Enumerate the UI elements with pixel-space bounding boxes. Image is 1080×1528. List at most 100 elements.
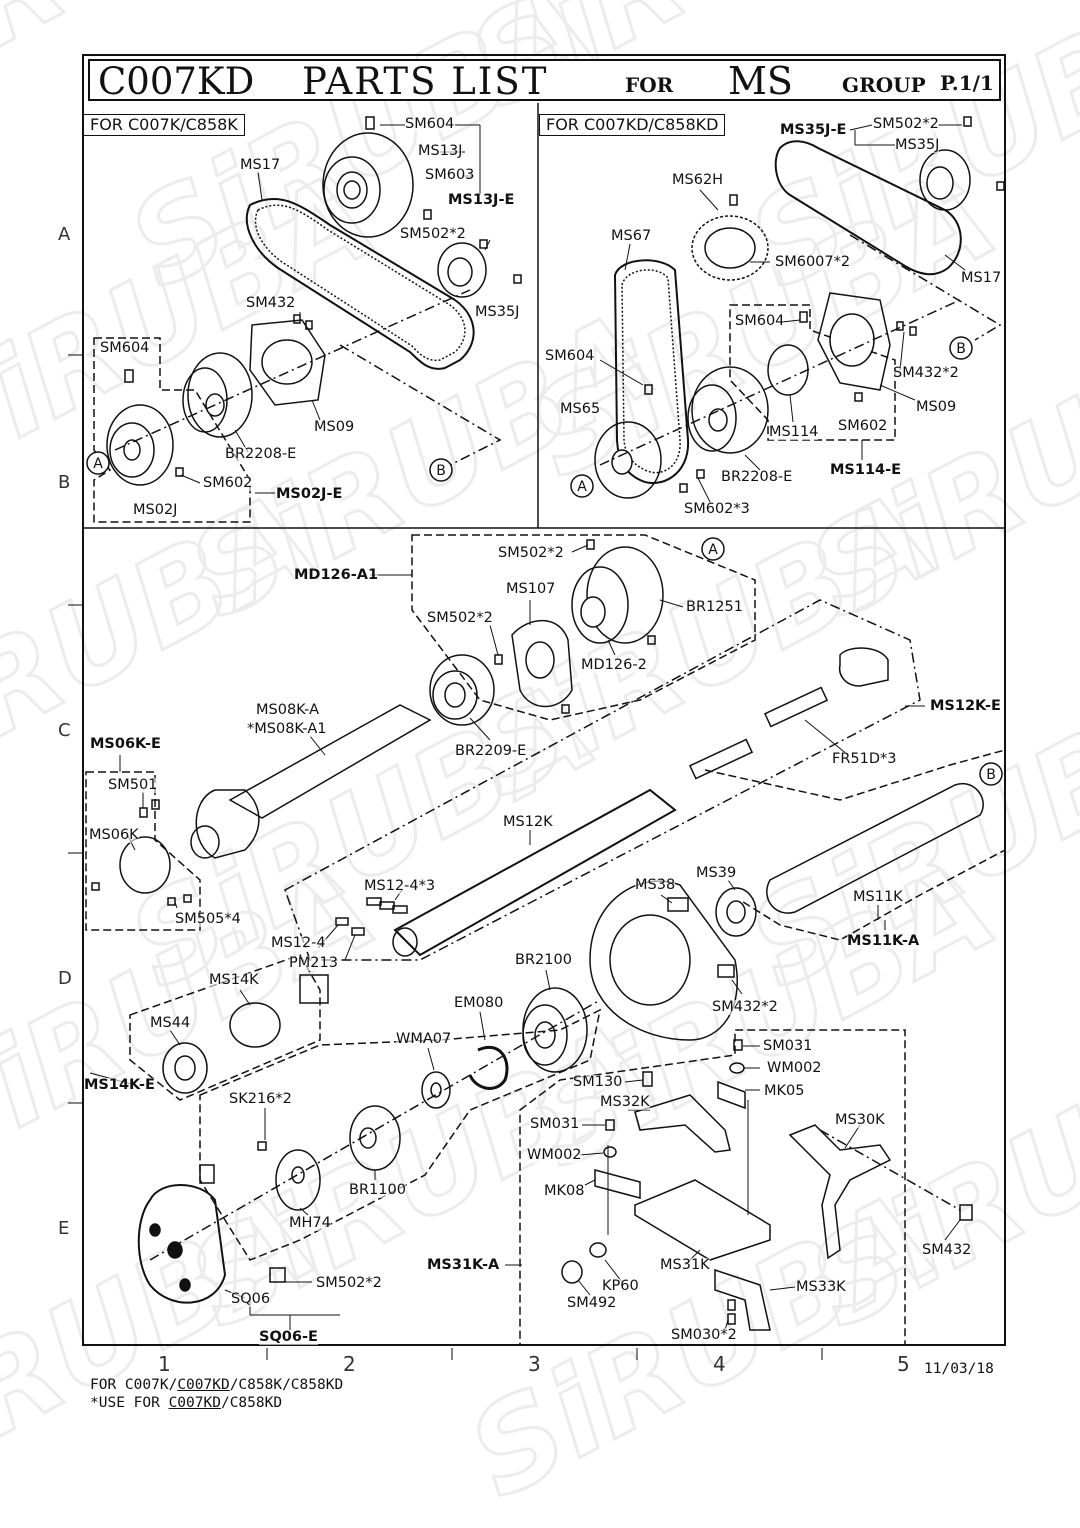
- part-label: BR2208-E: [225, 446, 297, 462]
- part-label: MS17: [240, 157, 281, 173]
- footer-line2-suffix: /C858KD: [220, 1395, 283, 1411]
- part-label: SM031: [530, 1116, 580, 1132]
- footer-use-line: *USE FOR C007KD/C858KD: [90, 1396, 282, 1411]
- part-label: WM002: [767, 1060, 822, 1076]
- part-label: SM501: [108, 777, 158, 793]
- section-label-top-right: FOR C007KD/C858KD: [539, 114, 726, 136]
- part-label: SM432*2: [893, 365, 959, 381]
- callout-a-top-right: A: [577, 479, 587, 495]
- part-label: WMA07: [396, 1031, 452, 1047]
- part-label: SM030*2: [671, 1327, 737, 1343]
- callout-b-top-left: B: [436, 463, 446, 479]
- part-label: MS32K: [600, 1094, 650, 1110]
- part-label: MS35J: [895, 137, 940, 153]
- part-label: MS31K-A: [427, 1257, 500, 1273]
- part-label: *MS08K-A1: [247, 721, 327, 737]
- page-number: P.1/1: [940, 71, 994, 95]
- part-label: PM213: [289, 955, 338, 971]
- part-label: SM492: [567, 1295, 617, 1311]
- part-label: MS02J-E: [276, 486, 343, 502]
- footer-line2-prefix: *USE FOR: [90, 1395, 169, 1411]
- column-number-3: 3: [528, 1352, 541, 1376]
- part-label: SM502*2: [873, 116, 939, 132]
- column-number-2: 2: [343, 1352, 356, 1376]
- part-label: MS09: [314, 419, 355, 435]
- row-letter-a: A: [58, 224, 71, 245]
- part-label: SM604: [405, 116, 455, 132]
- part-label: SQ06: [231, 1291, 271, 1307]
- part-label: SM502*2: [400, 226, 466, 242]
- part-label: MS14K: [209, 972, 259, 988]
- part-label: MS11K: [853, 889, 903, 905]
- group-label: GROUP: [842, 73, 926, 97]
- part-label: MH74: [289, 1215, 331, 1231]
- part-label: MS02J: [133, 502, 178, 518]
- part-label: MS08K-A: [256, 702, 319, 718]
- footer-line1-prefix: FOR C007K/: [90, 1377, 178, 1393]
- part-label: SM603: [425, 167, 475, 183]
- part-label: MS06K-E: [90, 736, 161, 752]
- part-label: MS107: [506, 581, 556, 597]
- part-label: SM604: [735, 313, 785, 329]
- row-letter-d: D: [58, 968, 72, 989]
- part-label: MS30K: [835, 1112, 885, 1128]
- part-label: MS33K: [796, 1279, 846, 1295]
- part-label: BR2100: [515, 952, 572, 968]
- part-label: SM432: [246, 295, 296, 311]
- part-label: MS44: [150, 1015, 191, 1031]
- part-label: MS06K: [89, 827, 139, 843]
- part-label: MS114: [769, 424, 819, 440]
- part-label: MK08: [544, 1183, 585, 1199]
- part-label: MS35J: [475, 304, 520, 320]
- row-letter-b: B: [58, 472, 71, 493]
- part-label: MS114-E: [830, 462, 902, 478]
- part-label: SM130: [573, 1074, 623, 1090]
- part-label: BR2208-E: [721, 469, 793, 485]
- part-label: MS17: [961, 270, 1002, 286]
- part-label: SQ06-E: [259, 1329, 318, 1345]
- part-label: KP60: [602, 1278, 639, 1294]
- part-label: SM432: [922, 1242, 972, 1258]
- part-label: MS12K: [503, 814, 553, 830]
- part-label: MS09: [916, 399, 957, 415]
- part-label: SM602: [203, 475, 253, 491]
- part-label: MK05: [764, 1083, 805, 1099]
- part-label: SM031: [763, 1038, 813, 1054]
- title-bar: C007KD PARTS LIST FOR MS GROUP P.1/1: [88, 59, 1001, 101]
- footer-line1-suffix: /C858K/C858KD: [229, 1377, 344, 1393]
- callout-a-top-left: A: [93, 456, 103, 472]
- part-label: MD126-2: [581, 657, 647, 673]
- footer-line1-model: C007KD: [177, 1377, 230, 1393]
- part-label: MS13J-E: [448, 192, 515, 208]
- footer-line2-model: C007KD: [168, 1395, 221, 1411]
- footer-model-line: FOR C007K/C007KD/C858K/C858KD: [90, 1378, 343, 1393]
- group-code: MS: [728, 59, 793, 103]
- part-label: MS35J-E: [780, 122, 847, 138]
- part-label: SM502*2: [316, 1275, 382, 1291]
- part-label: EM080: [454, 995, 504, 1011]
- part-label: WM002: [527, 1147, 582, 1163]
- part-label: BR1251: [686, 599, 743, 615]
- parts-list-title: PARTS LIST: [302, 60, 549, 103]
- part-label: BR2209-E: [455, 743, 527, 759]
- part-label: MS12K-E: [930, 698, 1001, 714]
- part-label: MS39: [696, 865, 737, 881]
- part-label: SM602*3: [684, 501, 750, 517]
- model-title: C007KD: [98, 60, 255, 103]
- part-label: FR51D*3: [832, 751, 897, 767]
- callout-b-top-right: B: [956, 341, 966, 357]
- part-label: SM6007*2: [775, 254, 851, 270]
- callout-b-bottom: B: [986, 767, 996, 783]
- part-label: SM604: [100, 340, 150, 356]
- part-label: SK216*2: [229, 1091, 292, 1107]
- part-label: MS62H: [672, 172, 724, 188]
- part-label: MD126-A1: [294, 567, 379, 583]
- part-label: SM502*2: [498, 545, 564, 561]
- part-label: SM432*2: [712, 999, 778, 1015]
- callout-a-bottom: A: [708, 542, 718, 558]
- row-letter-e: E: [58, 1218, 70, 1239]
- part-label: MS13J: [418, 143, 463, 159]
- part-label: MS11K-A: [847, 933, 920, 949]
- part-label: SM502*2: [427, 610, 493, 626]
